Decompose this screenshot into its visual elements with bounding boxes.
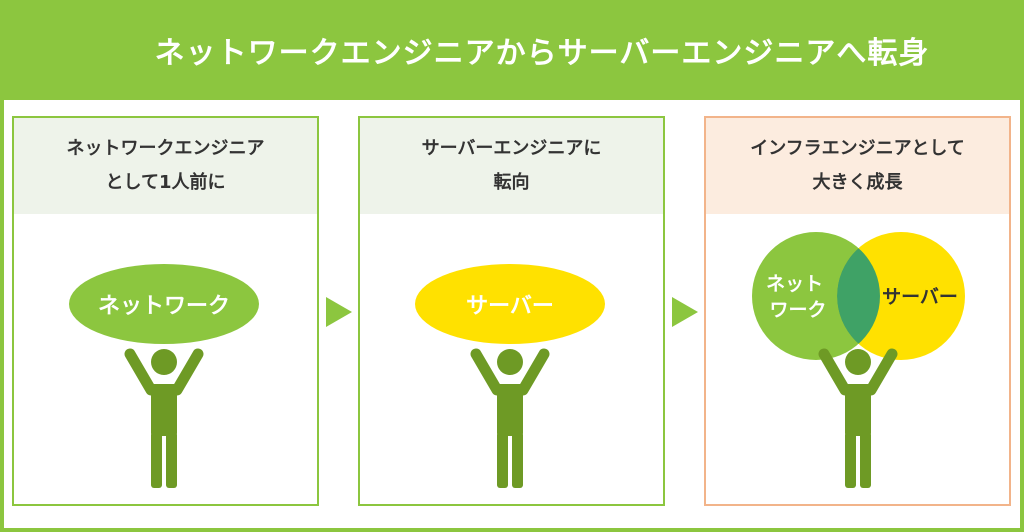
panel-title: インフラエンジニアとして 大きく成長: [750, 138, 965, 193]
server-bubble: [415, 264, 605, 344]
panel-header: サーバーエンジニアに 転向: [360, 118, 663, 214]
panel-title: サーバーエンジニアに 転向: [421, 138, 602, 193]
figure-svg: ネット ワーク サーバー: [752, 232, 965, 488]
overlap-region: [837, 232, 880, 360]
panel-server-engineer: サーバーエンジニアに 転向 サーバー: [358, 116, 665, 506]
server-bubble-label: サーバー: [466, 294, 554, 319]
panel-header: インフラエンジニアとして 大きく成長: [706, 118, 1009, 214]
panel-network-engineer: ネットワークエンジニア として1人前に ネットワーク: [12, 116, 319, 506]
server-circle-label: サーバー: [882, 286, 958, 308]
network-circle-label-line1: ネット: [766, 273, 823, 295]
diagram-area: ネットワークエンジニア として1人前に ネットワーク サーバーエンジニアに 転向: [4, 100, 1020, 528]
person-icon: [470, 348, 550, 488]
figure-svg: サーバー: [415, 264, 605, 488]
panel-figure: ネットワーク: [14, 214, 317, 504]
header-bar: ネットワークエンジニアからサーバーエンジニアへ転身: [0, 0, 1024, 100]
arrow-right-icon: [326, 297, 352, 327]
network-bubble-label: ネットワーク: [98, 294, 230, 319]
panel-infra-engineer: インフラエンジニアとして 大きく成長 ネット ワーク サーバー: [704, 116, 1011, 506]
panel-header: ネットワークエンジニア として1人前に: [14, 118, 317, 214]
panel-title: ネットワークエンジニア として1人前に: [66, 138, 265, 193]
person-icon: [124, 348, 204, 488]
network-bubble: [69, 264, 259, 344]
figure-svg: ネットワーク: [69, 264, 259, 488]
network-circle-label-line2: ワーク: [769, 299, 826, 321]
page-title: ネットワークエンジニアからサーバーエンジニアへ転身: [154, 36, 930, 71]
panel-figure: サーバー: [360, 214, 663, 504]
arrow-right-icon: [672, 297, 698, 327]
network-circle-label: ネット ワーク: [766, 273, 830, 321]
person-icon: [818, 348, 898, 488]
panel-figure: ネット ワーク サーバー: [706, 214, 1009, 504]
